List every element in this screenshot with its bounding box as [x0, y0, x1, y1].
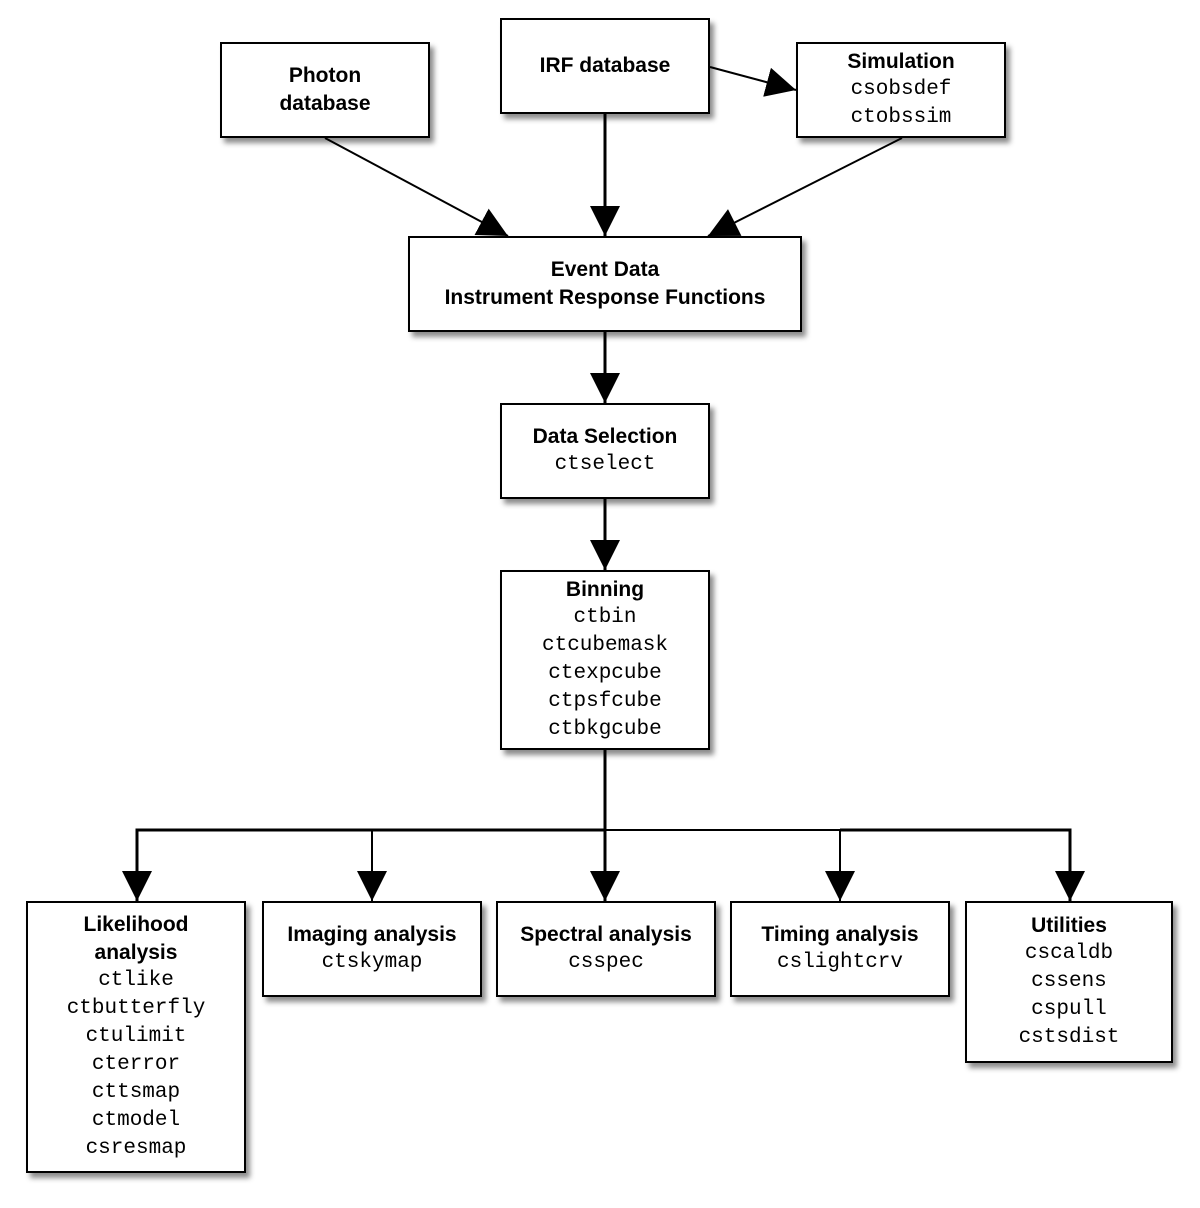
tool-name: ctobssim [850, 106, 952, 129]
tool-name: cstsdist [1018, 1026, 1120, 1049]
node-title: Timing analysis [761, 923, 919, 946]
tool-name: cssens [1031, 970, 1107, 993]
arrow-simulation-to-event [707, 137, 903, 237]
tool-name: ctbutterfly [66, 997, 206, 1020]
arrow-photon-to-event [324, 137, 509, 237]
node-title: Likelihood [83, 913, 189, 936]
node-title: database [279, 92, 371, 115]
node-title: Photon [288, 64, 362, 87]
tool-name: ctselect [554, 453, 656, 476]
node-title: Spectral analysis [520, 923, 692, 946]
arrow-binning-to-timing [605, 829, 855, 901]
node-title: Imaging analysis [287, 923, 457, 946]
tool-name: cslightcrv [776, 951, 904, 974]
tool-name: ctskymap [321, 951, 423, 974]
tool-name: ctlike [98, 969, 174, 992]
node-title: Utilities [1031, 914, 1107, 937]
tool-name: ctmodel [91, 1109, 181, 1132]
utilities-box: Utilities cscaldb cssens cspull cstsdist [965, 901, 1173, 1063]
tool-name: cttsmap [91, 1081, 181, 1104]
node-title: Data Selection [532, 425, 678, 448]
data-selection-box: Data Selection ctselect [500, 403, 710, 499]
event-data-box: Event Data Instrument Response Functions [408, 236, 802, 332]
tool-name: csresmap [85, 1137, 187, 1160]
node-title: Instrument Response Functions [444, 286, 766, 309]
binning-box: Binning ctbin ctcubemask ctexpcube ctpsf… [500, 570, 710, 750]
node-title: analysis [94, 941, 178, 964]
imaging-analysis-box: Imaging analysis ctskymap [262, 901, 482, 997]
tool-name: ctexpcube [548, 662, 662, 685]
node-title: IRF database [539, 54, 671, 77]
photon-database-box: Photon database [220, 42, 430, 138]
tool-name: ctbkgcube [548, 718, 662, 741]
arrow-binning-to-utilities [840, 828, 1085, 901]
tool-name: csobsdef [850, 78, 952, 101]
tool-name: cterror [91, 1053, 181, 1076]
timing-analysis-box: Timing analysis cslightcrv [730, 901, 950, 997]
tool-name: ctcubemask [541, 634, 669, 657]
node-title: Event Data [550, 258, 660, 281]
node-title: Binning [565, 578, 645, 601]
node-title: Simulation [847, 50, 955, 73]
arrow-irf-to-simulation [709, 66, 797, 97]
tool-name: cscaldb [1024, 942, 1114, 965]
tool-name: cspull [1031, 998, 1107, 1021]
irf-database-box: IRF database [500, 18, 710, 114]
simulation-box: Simulation csobsdef ctobssim [796, 42, 1006, 138]
likelihood-analysis-box: Likelihood analysis ctlike ctbutterfly c… [26, 901, 246, 1173]
tool-name: ctulimit [85, 1025, 187, 1048]
tool-name: csspec [568, 951, 644, 974]
spectral-analysis-box: Spectral analysis csspec [496, 901, 716, 997]
tool-name: ctpsfcube [548, 690, 662, 713]
tool-name: ctbin [573, 606, 637, 629]
